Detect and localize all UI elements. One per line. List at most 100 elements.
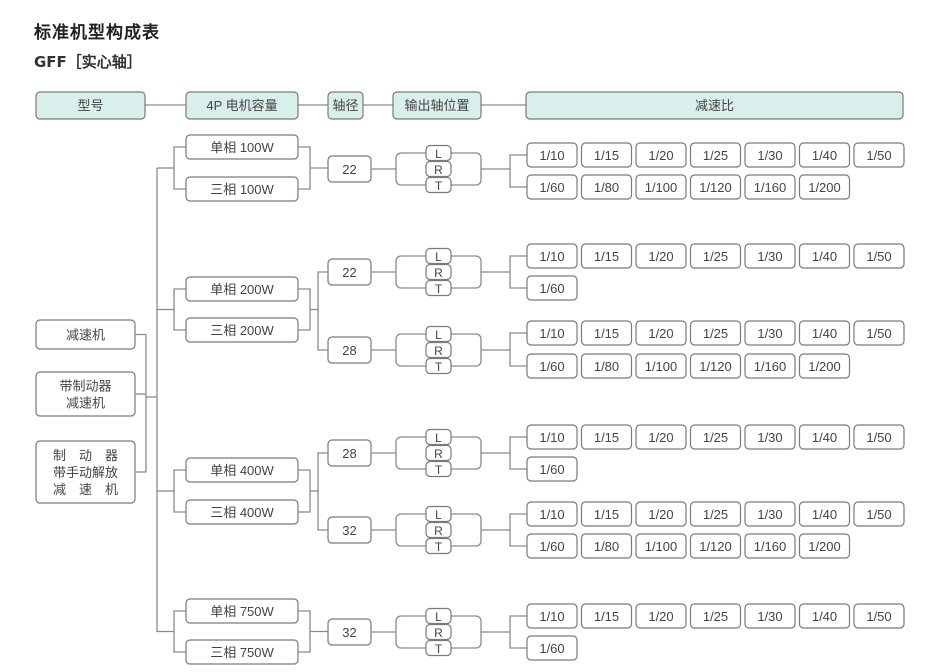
output-position-box [425, 623, 452, 641]
motor-capacity-label: 单相 200W [210, 282, 274, 297]
model-type-label: 制 动 器 [53, 448, 118, 463]
reduction-ratio-box [689, 353, 742, 379]
header-output-shaft-position-box [392, 91, 482, 120]
reduction-ratio-label: 1/10 [539, 249, 564, 264]
output-position-box [425, 357, 452, 375]
reduction-ratio-box [798, 320, 851, 346]
reduction-ratio-box [635, 353, 687, 379]
reduction-ratio-box [689, 142, 742, 168]
header-model-box [35, 91, 146, 120]
header-motor-capacity-box [185, 91, 299, 120]
reduction-ratio-label: 1/40 [812, 148, 837, 163]
reduction-ratio-box [744, 320, 796, 346]
reduction-ratio-label: 1/20 [648, 430, 673, 445]
reduction-ratio-label: 1/50 [866, 430, 891, 445]
output-position-box [425, 444, 452, 462]
reduction-ratio-box [689, 603, 742, 629]
reduction-ratio-label: 1/30 [757, 609, 782, 624]
reduction-ratio-box [744, 603, 796, 629]
reduction-ratio-box [744, 424, 796, 450]
ratio-bracket [509, 513, 527, 547]
header-shaft-diameter-box [327, 91, 364, 120]
reduction-ratio-label: 1/60 [539, 641, 564, 656]
reduction-ratio-label: 1/25 [703, 249, 728, 264]
reduction-ratio-label: 1/20 [648, 609, 673, 624]
reduction-ratio-box [689, 533, 742, 559]
output-position-label: T [435, 463, 443, 477]
motor-capacity-label: 三相 100W [210, 182, 274, 197]
ratio-bracket [509, 615, 527, 649]
reduction-ratio-box [798, 142, 851, 168]
output-position-box [425, 639, 452, 657]
reduction-ratio-label: 1/15 [594, 249, 619, 264]
reduction-ratio-label: 1/60 [539, 359, 564, 374]
reduction-ratio-box [744, 243, 796, 269]
reduction-ratio-box [580, 603, 633, 629]
reduction-ratio-label: 1/120 [699, 180, 732, 195]
shaft-split-bracket [317, 452, 328, 531]
reduction-ratio-box [635, 174, 687, 200]
reduction-ratio-label: 1/30 [757, 249, 782, 264]
reduction-ratio-box [853, 424, 905, 450]
header-shaft-diameter-label: 轴径 [332, 98, 358, 113]
reduction-ratio-box [853, 603, 905, 629]
reduction-ratio-label: 1/20 [648, 326, 673, 341]
motor-pair-bracket-right [298, 146, 311, 190]
shaft-diameter-label: 22 [342, 265, 356, 280]
reduction-ratio-box [635, 603, 687, 629]
reduction-ratio-box [580, 533, 633, 559]
header-motor-capacity-label: 4P 电机容量 [206, 98, 277, 113]
output-position-box [425, 428, 452, 446]
reduction-ratio-label: 1/80 [594, 359, 619, 374]
reduction-ratio-box [798, 243, 851, 269]
output-position-box [425, 460, 452, 478]
shaft-diameter-label: 22 [342, 162, 356, 177]
reduction-ratio-box [526, 142, 578, 168]
reduction-ratio-label: 1/60 [539, 539, 564, 554]
reduction-ratio-label: 1/100 [645, 180, 678, 195]
reduction-ratio-label: 1/50 [866, 507, 891, 522]
reduction-ratio-label: 1/20 [648, 507, 673, 522]
output-position-label: T [435, 360, 443, 374]
motor-pair-bracket-left [173, 146, 186, 190]
reduction-ratio-box [744, 174, 796, 200]
reduction-ratio-label: 1/60 [539, 462, 564, 477]
reduction-ratio-label: 1/50 [866, 148, 891, 163]
reduction-ratio-box [635, 501, 687, 527]
reduction-ratio-label: 1/30 [757, 507, 782, 522]
output-position-label: T [435, 642, 443, 656]
reduction-ratio-box [580, 174, 633, 200]
reduction-ratio-label: 1/10 [539, 430, 564, 445]
reduction-ratio-label: 1/10 [539, 326, 564, 341]
reduction-ratio-box [580, 501, 633, 527]
shaft-diameter-label: 28 [342, 446, 356, 461]
reduction-ratio-box [526, 353, 578, 379]
reduction-ratio-box [798, 353, 851, 379]
reduction-ratio-box [635, 533, 687, 559]
reduction-ratio-label: 1/25 [703, 507, 728, 522]
output-position-label: L [435, 508, 442, 522]
reduction-ratio-box [526, 533, 578, 559]
output-position-label: R [434, 163, 443, 177]
ratio-bracket [509, 154, 527, 188]
reduction-ratio-box [689, 174, 742, 200]
reduction-ratio-label: 1/80 [594, 180, 619, 195]
reduction-ratio-box [635, 142, 687, 168]
reduction-ratio-box [689, 243, 742, 269]
reduction-ratio-box [798, 603, 851, 629]
reduction-ratio-label: 1/100 [645, 539, 678, 554]
model-type-label: 带手动解放 [53, 465, 118, 480]
reduction-ratio-box [526, 501, 578, 527]
page-title: 标准机型构成表 [34, 23, 160, 43]
reduction-ratio-box [580, 243, 633, 269]
reduction-ratio-label: 1/25 [703, 430, 728, 445]
model-type-label: 减 速 机 [53, 482, 118, 497]
motor-pair-bracket-left [173, 469, 186, 513]
header-reduction-ratio-label: 减速比 [695, 98, 734, 113]
reduction-ratio-box [744, 142, 796, 168]
motor-pair-bracket-left [173, 288, 186, 331]
model-type-label: 带制动器 [59, 379, 111, 394]
reduction-ratio-label: 1/160 [754, 539, 787, 554]
